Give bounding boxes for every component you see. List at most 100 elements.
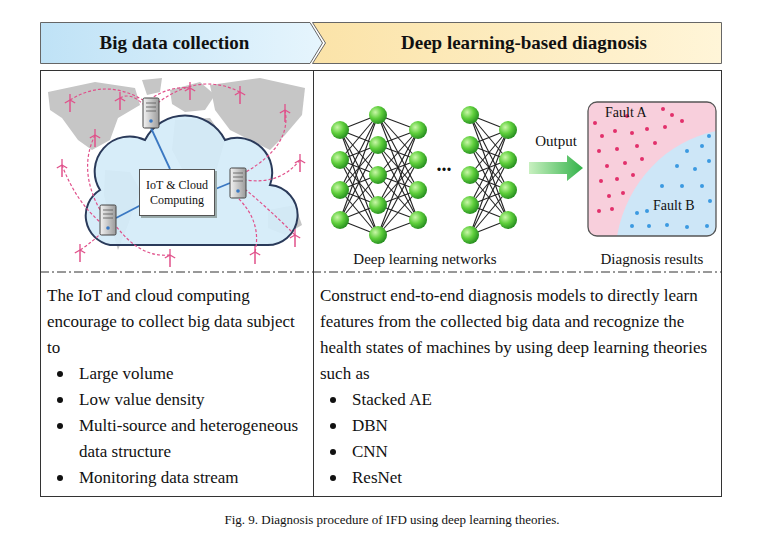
wireless-link: [70, 89, 143, 100]
turbine-blade: [65, 100, 70, 103]
banner-outline: [41, 23, 323, 64]
world-map: [142, 78, 162, 95]
sample-dot: [707, 159, 711, 163]
bullet-item: CNN: [320, 439, 715, 465]
turbine-blade: [75, 250, 80, 253]
stage-banner: Big data collection: [40, 22, 323, 64]
server-body: [230, 168, 246, 198]
server-slot: [146, 111, 156, 112]
neuron: [461, 196, 479, 214]
server-slot: [103, 214, 113, 215]
sample-dot: [613, 129, 617, 133]
turbine-tower: [61, 165, 63, 177]
neuron: [499, 181, 517, 199]
neuron: [461, 136, 479, 154]
server-led: [106, 226, 110, 230]
sample-dot: [630, 131, 634, 135]
turbine-blade: [240, 92, 245, 95]
wireless-link: [246, 190, 295, 235]
server-icon: [230, 168, 246, 198]
bullet-text: DBN: [352, 413, 715, 439]
wind-turbine: [75, 244, 85, 262]
result-plot: Fault AFault BDiagnosis results: [587, 101, 717, 269]
bullet-text: Monitoring data stream: [79, 465, 307, 491]
neuron: [409, 151, 427, 169]
turbine-blade: [115, 98, 120, 101]
wind-turbine: [280, 104, 290, 122]
neuron: [409, 121, 427, 139]
turbine-blade: [255, 252, 260, 255]
bullet-text: Low value density: [79, 387, 307, 413]
edge-label: Output: [516, 132, 596, 150]
wind-turbine: [235, 86, 245, 104]
box-label: IoT & Cloud Computing: [143, 178, 211, 207]
turbine-blade: [90, 135, 95, 138]
wireless-link: [116, 226, 170, 255]
server-slot: [146, 103, 156, 104]
server-body: [143, 98, 159, 128]
sample-dot: [700, 184, 704, 188]
panel-paragraph: The IoT and cloud computing encourage to…: [47, 283, 307, 361]
panel-text: The IoT and cloud computing encourage to…: [47, 283, 307, 491]
server-body: [100, 205, 116, 235]
wind-turbine: [250, 246, 260, 264]
wireless-link: [152, 88, 190, 98]
neuron: [409, 211, 427, 229]
bullet-dot: [57, 397, 63, 403]
wind-turbine: [185, 82, 195, 100]
sample-dot: [708, 199, 712, 203]
sample-dot: [685, 149, 689, 153]
bullet-item: Monitoring data stream: [47, 465, 307, 491]
network-link: [213, 183, 230, 190]
neuron: [331, 151, 349, 169]
bullet-dot: [330, 423, 336, 429]
plot-frame: [587, 101, 717, 237]
sample-dot: [680, 119, 684, 123]
bullet-dot: [57, 371, 63, 377]
neuron: [461, 166, 479, 184]
bullet-dot: [57, 475, 63, 481]
neuron: [499, 151, 517, 169]
turbine-blade: [170, 255, 175, 258]
turbine-blade: [290, 235, 295, 238]
wind-turbine: [165, 249, 175, 267]
turbine-blade: [294, 229, 295, 235]
turbine-blade: [80, 250, 85, 253]
ellipsis-label: ...: [424, 154, 464, 174]
sample-dot: [685, 225, 689, 229]
sample-dot: [607, 194, 611, 198]
sample-dot: [605, 164, 609, 168]
neuron: [369, 196, 387, 214]
sample-dot: [640, 157, 644, 161]
wireless-link: [246, 160, 300, 181]
stage-panel: The IoT and cloud computing encourage to…: [40, 70, 314, 497]
sample-dot: [700, 144, 704, 148]
bullet-dot: [330, 397, 336, 403]
turbine-blade: [190, 88, 195, 91]
server-slot: [146, 107, 156, 108]
neuron: [461, 106, 479, 124]
bullet-dot: [330, 475, 336, 481]
bullet-item: DBN: [320, 413, 715, 439]
world-map: [170, 82, 215, 112]
neuron: [369, 226, 387, 244]
turbine-tower: [69, 100, 71, 112]
network-figure: Deep learning networks: [325, 101, 525, 269]
turbine-blade: [300, 160, 305, 163]
server-icon: [100, 205, 116, 235]
turbine-blade: [254, 246, 255, 252]
turbine-blade: [95, 135, 100, 138]
neuron: [499, 121, 517, 139]
class-label: Fault B: [653, 197, 695, 214]
neuron: [369, 166, 387, 184]
banner-title: Deep learning-based diagnosis: [401, 32, 647, 54]
bullet-item: Multi-source and heterogeneous data stru…: [47, 413, 307, 465]
wind-turbine: [65, 94, 75, 112]
output-arrow: [529, 155, 583, 181]
server-icon: [143, 98, 159, 128]
turbine-blade: [299, 154, 300, 160]
sample-dot: [631, 173, 635, 177]
turbine-blade: [295, 235, 300, 238]
sample-dot: [661, 107, 665, 111]
